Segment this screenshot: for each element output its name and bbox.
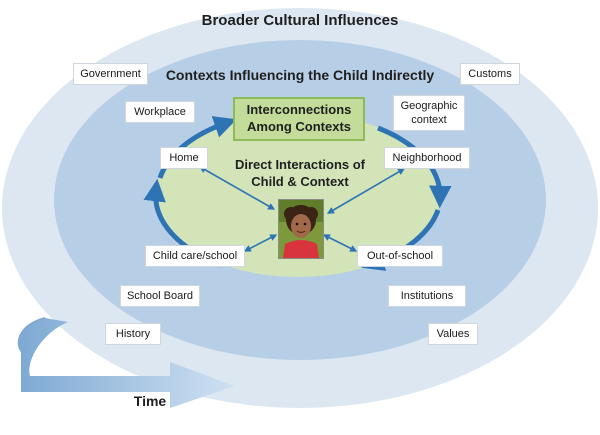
outer-title: Broader Cultural Influences bbox=[201, 12, 399, 29]
geographic-line2: context bbox=[411, 114, 447, 126]
child-photo bbox=[278, 199, 324, 259]
home-link-arrow bbox=[198, 166, 276, 210]
time-label: Time bbox=[133, 393, 167, 409]
label-home: Home bbox=[160, 147, 208, 169]
neighborhood-link-arrow bbox=[326, 168, 406, 214]
label-workplace: Workplace bbox=[125, 101, 195, 123]
interconnections-box: Interconnections Among Contexts bbox=[233, 97, 365, 141]
direct-title-line1: Direct Interactions of bbox=[234, 157, 366, 172]
label-school-board: School Board bbox=[120, 285, 200, 307]
direct-title-line2: Child & Context bbox=[251, 174, 349, 189]
child-photo-icon bbox=[279, 200, 323, 258]
link-arrows bbox=[198, 166, 406, 252]
time-arrow bbox=[17, 317, 236, 408]
label-geographic-context: Geographic context bbox=[393, 95, 465, 131]
label-customs: Customs bbox=[460, 63, 520, 85]
outofschool-link-arrow bbox=[322, 234, 358, 252]
direct-interactions-title: Direct Interactions of Child & Context bbox=[210, 156, 390, 190]
middle-title: Contexts Influencing the Child Indirectl… bbox=[165, 67, 435, 83]
label-values: Values bbox=[428, 323, 478, 345]
label-neighborhood: Neighborhood bbox=[384, 147, 470, 169]
label-history: History bbox=[105, 323, 161, 345]
childcare-link-arrow bbox=[243, 234, 278, 252]
label-government: Government bbox=[73, 63, 148, 85]
label-child-care-school: Child care/school bbox=[145, 245, 245, 267]
inner-ellipse bbox=[156, 113, 440, 277]
label-institutions: Institutions bbox=[388, 285, 466, 307]
interconnections-title: Interconnections Among Contexts bbox=[246, 102, 352, 134]
geographic-line1: Geographic bbox=[400, 100, 458, 112]
label-out-of-school: Out-of-school bbox=[357, 245, 443, 267]
